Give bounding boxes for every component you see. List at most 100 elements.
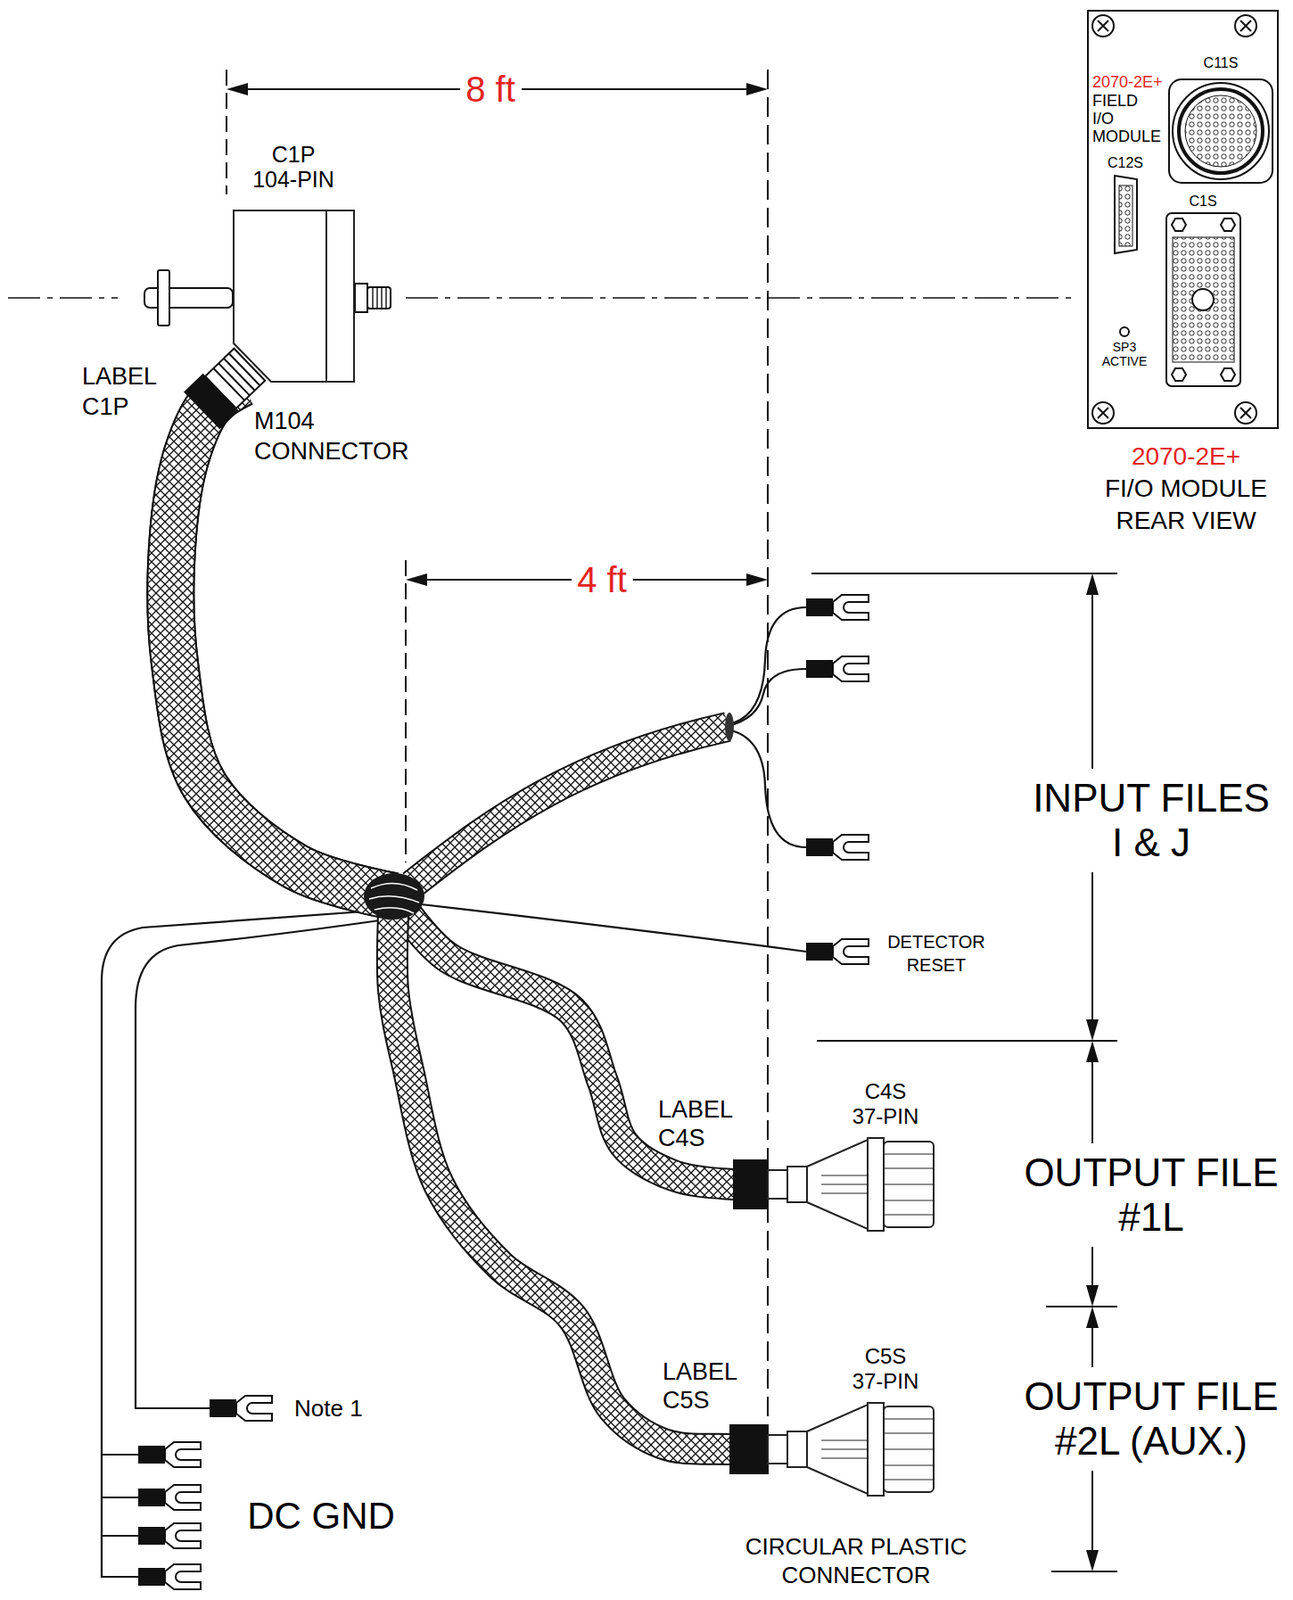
- spade-lug: [138, 1523, 201, 1549]
- module-panel-hardware: [1185, 95, 1257, 167]
- connector-name: C12S: [1106, 155, 1145, 172]
- field-io-module-panel: 2070-2E+FIELD I/O MODULEC11SC12SC1SSP3 A…: [1087, 9, 1279, 429]
- braided-cable: [170, 382, 768, 1450]
- c5s-socket-outline: [787, 1431, 808, 1467]
- cable-braid: [394, 896, 768, 1185]
- file-bracket-label: INPUT FILES I & J: [1026, 775, 1277, 865]
- spade-lug: [138, 1564, 201, 1590]
- c1p-plug-outline: [233, 210, 355, 382]
- module-panel-hardware: [1171, 218, 1186, 231]
- wire-label: DETECTOR RESET: [887, 930, 987, 977]
- cable-braid: [392, 896, 768, 1450]
- module-panel-hardware: [1178, 89, 1263, 173]
- module-panel-hardware: [1092, 15, 1114, 37]
- cable-end-ring: [724, 712, 734, 742]
- file-bracket-arrowhead: [1086, 1019, 1099, 1041]
- dimension-line: [226, 69, 768, 1440]
- dimension-arrowhead: [226, 82, 768, 586]
- cable-end-ring: [724, 712, 734, 742]
- c1p-jackscrew: [354, 283, 368, 313]
- module-name: FIELD I/O MODULE: [1092, 91, 1163, 146]
- spade-lug: [806, 834, 869, 860]
- spade-lug: [138, 594, 869, 1590]
- c4s-socket-outline: [787, 1166, 808, 1203]
- cable-jacket: [394, 896, 768, 1185]
- connector-name: C1P 104-PIN: [252, 141, 336, 192]
- c1p-plug-outline: [233, 210, 355, 382]
- c1p-plug: C1P 104-PIN: [232, 209, 355, 383]
- file-bracket-label: OUTPUT FILE #2L (AUX.): [1017, 1374, 1285, 1464]
- c1p-jackscrew: [144, 288, 233, 308]
- module-model: 2070-2E+: [1130, 441, 1242, 472]
- c1p-jackscrew: [157, 270, 170, 326]
- c5s-socket-outline: [767, 1402, 934, 1496]
- connector-name: C1S: [1188, 193, 1219, 210]
- spade-lug: [209, 1395, 272, 1421]
- wire-group-label: DC GND: [247, 1493, 396, 1539]
- cable-label-callout: LABEL C5S: [662, 1357, 740, 1415]
- module-panel-hardware: [1166, 213, 1241, 387]
- file-bracket-arrowhead: [1086, 1549, 1099, 1572]
- center-line: [405, 296, 1074, 299]
- spade-lug: [138, 1484, 201, 1510]
- connector-name: C4S 37-PIN: [851, 1078, 920, 1129]
- c4s-socket-outline: [767, 1169, 788, 1199]
- cable-breakout: [363, 872, 425, 920]
- module-panel-hardware: [1220, 368, 1236, 381]
- c5s-socket: C5S 37-PIN: [767, 1399, 938, 1499]
- module-panel-hardware: [1171, 368, 1186, 381]
- dimension-line: [404, 560, 407, 863]
- spade-lug: [806, 938, 869, 964]
- c4s-socket-outline: [767, 1134, 938, 1235]
- c5s-socket-outline: [821, 1418, 934, 1480]
- c4s-socket-outline: [867, 1137, 884, 1231]
- dimension-arrowhead: [746, 573, 768, 586]
- file-bracket-arrowhead: [1086, 1040, 1099, 1063]
- c1p-jackscrew: [372, 287, 387, 309]
- module-panel-hardware: [1097, 20, 1109, 32]
- file-bracket-arrowhead: [1086, 573, 1099, 595]
- wire: [727, 729, 807, 848]
- file-bracket-label: OUTPUT FILE #1L: [1017, 1150, 1285, 1240]
- module-panel-hardware: [1240, 407, 1252, 419]
- cable-label-callout: LABEL C1P: [82, 361, 159, 422]
- module-model: 2070-2E+: [1092, 73, 1164, 91]
- wire: [727, 607, 807, 725]
- module-panel-hardware: [1220, 218, 1236, 231]
- cable-jacket: [392, 896, 768, 1450]
- wire: [135, 918, 393, 1409]
- input-file-cable: [411, 726, 728, 885]
- spade-lug: [138, 1441, 201, 1467]
- c5s-socket-outline: [767, 1399, 938, 1499]
- view-caption: FI/O MODULE REAR VIEW: [1103, 472, 1269, 537]
- module-panel-hardware: [1235, 15, 1257, 37]
- dimension: 4 ft: [571, 557, 634, 602]
- module-panel-hardware: [1092, 402, 1114, 424]
- module-panel-hardware: [1097, 407, 1109, 419]
- dimension-arrowhead: [405, 573, 428, 586]
- module-panel-hardware: [1092, 15, 1273, 424]
- cable-label-band: [729, 1424, 769, 1475]
- spade-lug: [806, 656, 869, 682]
- file-bracket-arrowhead: [1086, 1306, 1099, 1328]
- file-bracket-arrowhead: [1086, 1284, 1099, 1307]
- cable-breakout: [363, 872, 425, 920]
- c4s-socket: C4S 37-PIN: [767, 1134, 938, 1235]
- c5s-socket-outline: [767, 1434, 788, 1464]
- cable-label-band: [183, 373, 239, 430]
- cable-label-band: [183, 373, 239, 430]
- module-panel-hardware: [1114, 175, 1137, 254]
- module-panel-hardware: [1119, 185, 1133, 247]
- input-file-cable: [411, 726, 728, 885]
- dimension: 8 ft: [460, 66, 522, 112]
- cable-breakout: [369, 882, 420, 914]
- dimension-line: [225, 69, 228, 195]
- module-panel-hardware: [1240, 20, 1252, 32]
- module-panel-hardware: [1235, 402, 1257, 424]
- module-panel-hardware: [1120, 327, 1129, 337]
- cable-label-callout: LABEL C4S: [658, 1095, 735, 1153]
- module-panel-hardware: [1172, 82, 1269, 180]
- c4s-socket-outline: [767, 1137, 934, 1231]
- c5s-socket-outline: [867, 1402, 884, 1496]
